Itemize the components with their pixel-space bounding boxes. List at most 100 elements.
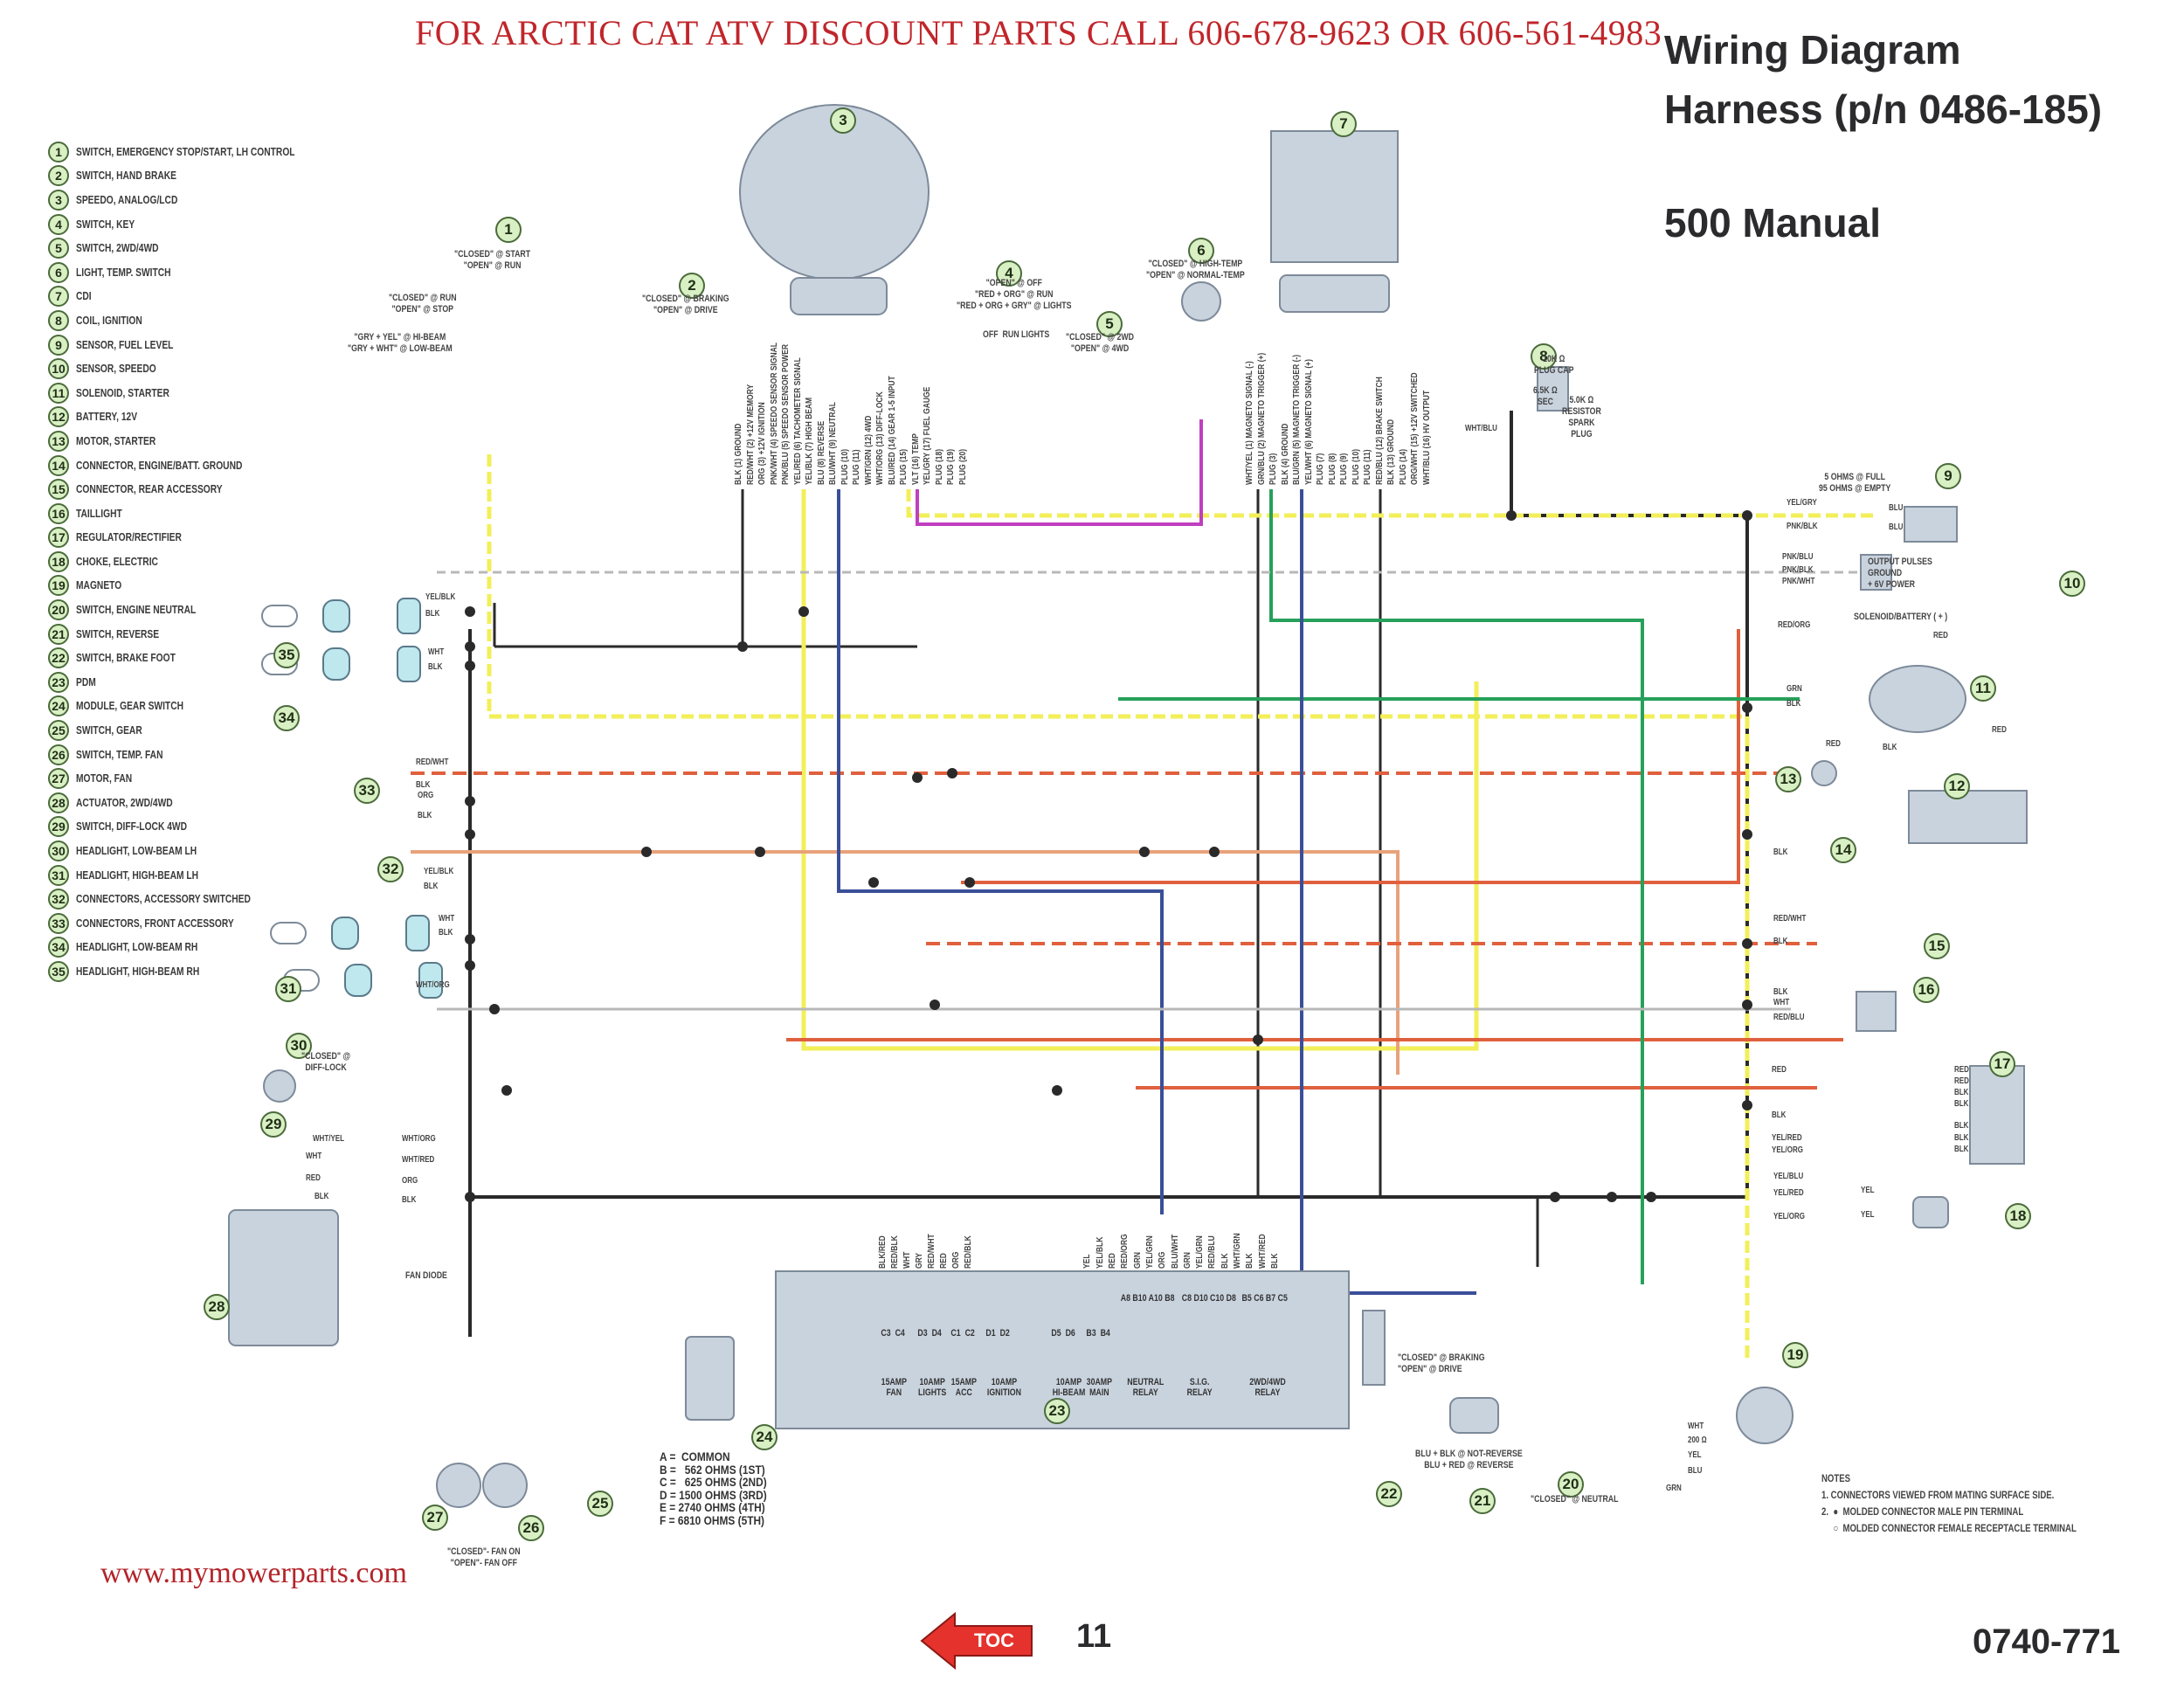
wire-label-sol-d: BLK [1787,699,1801,709]
junction-dot [1209,847,1220,857]
wire-label-g14: BLK [1773,847,1788,857]
cdi-pin-label: ORG/WHT (15) +12V SWITCHED [1410,372,1420,485]
legend-number-badge: 27 [48,768,69,790]
toc-button[interactable]: TOC [920,1611,1033,1671]
legend-number-badge: 15 [48,479,69,501]
magneto [1736,1387,1794,1444]
temp-light-switch [1181,281,1221,322]
junction-dot [1253,1034,1263,1045]
legend-number-badge: 17 [48,527,69,549]
callout-6: 6 [1188,238,1214,264]
junction-dot [755,847,765,857]
pdm-wire-label: BLK [1220,1253,1230,1269]
wire-org [411,850,1400,1075]
wire-label-a28a: WHT/YEL [313,1134,344,1144]
legend-number-badge: 23 [48,671,69,693]
cdi-pin-label: GRN/BLU (2) MAGNETO TRIGGER (+) [1256,352,1267,485]
wire-label-r17a: RED [1772,1065,1787,1075]
fuse-rating: 10AMP IGNITION [986,1377,1022,1398]
wire-label-t16c: RED/BLU [1773,1013,1805,1022]
cdi-pin-label: PLUG (11) [1363,449,1372,485]
wire-red-org [961,629,1740,884]
wire-label-a28c: RED [306,1173,321,1183]
fuse-pins: C3 C4 [881,1328,905,1339]
junction-dot [1742,702,1752,713]
wire-label-cdi-wire: WHT/BLU [1465,424,1497,433]
junction-dots [465,510,1752,1202]
wire-label-c32b: BLK [418,811,432,820]
callout-2: 2 [679,273,705,299]
callout-1: 1 [495,217,522,243]
cdi-pin-label: PLUG (10) [1351,448,1361,485]
regulator-rectifier [1969,1065,2025,1165]
wire-label-sol-f: BLK [1883,743,1897,752]
callout-4: 4 [996,260,1022,287]
wire-blu [837,489,1164,1214]
pdm-wire-label: YEL/BLK [1095,1236,1105,1269]
speedo-pin-label: PLUG (18) [934,448,944,485]
legend-label: MAGNETO [76,579,122,592]
fuse-pins: D3 D4 [917,1328,942,1339]
pdm-wire-label: BLK [1245,1253,1255,1269]
wire-label-f9c: BLU [1889,503,1904,513]
callout-11: 11 [1970,675,1996,702]
callout-12: 12 [1944,773,1970,799]
speedo-pin-label: YEL/GRY (17) FUEL GAUGE [923,386,932,485]
pdm-wire-label: WHT [902,1251,912,1269]
wire-label-ch18b: YEL [1861,1210,1875,1220]
wire-label-mag-e: GRN [1666,1484,1682,1493]
cdi-box [1270,130,1399,263]
junction-dot [465,641,475,652]
fuse-rating: 15AMP ACC [950,1377,978,1398]
switch-6-note: "CLOSED" @ HIGH-TEMP "OPEN" @ NORMAL-TEM… [1146,259,1245,280]
wire-yel-grn [487,454,1750,1363]
speedo-pin-label: PLUG (19) [946,448,956,485]
fan-diode-label: FAN DIODE [405,1270,447,1281]
pdm-wire-label: GRN [1182,1252,1192,1269]
switch-26-note: "CLOSED"- FAN ON "OPEN"- FAN OFF [447,1546,521,1568]
relay-pins: A8 B10 A10 B8 [1120,1293,1175,1304]
wire-label-r15a: RED/WHT [1773,914,1807,924]
speedo-pin-label: BLU/RED (14) GEAR 1-5 INPUT [887,376,897,485]
switch-4-positions: OFF RUN LIGHTS [983,329,1050,340]
wire-label-r17e: BLK [1954,1088,1969,1097]
cdi-pin-label: WHT/YEL (1) MAGNETO SIGNAL (-) [1245,361,1254,485]
speedo-pin-label: PNK/WHT (4) SPEEDO SENSOR SIGNAL [769,342,779,485]
wire-label-a28d: BLK [314,1192,329,1201]
legend-label: CONNECTORS, FRONT ACCESSORY [76,917,234,930]
legend-label: MOTOR, STARTER [76,434,156,447]
relay-label: NEUTRAL RELAY [1127,1377,1165,1398]
wire-label-sol-b: RED [1933,631,1948,640]
wire-label-a28b: WHT [306,1152,322,1161]
pdm-wire-label: RED/BLU [1207,1235,1218,1269]
colored-wires [411,419,1887,1363]
headlight-bulb [270,915,430,951]
callout-27: 27 [422,1505,448,1531]
coil-secondary-note: 6.5K Ω SEC [1533,385,1558,407]
callout-7: 7 [1330,111,1357,137]
wire-label-sol-g: RED [1992,725,2007,735]
wire-label-a28f: WHT/RED [402,1155,435,1165]
battery [1908,790,2028,844]
website-link[interactable]: www.mymowerparts.com [100,1557,407,1589]
legend-label: SPEEDO, ANALOG/LCD [76,193,178,206]
wire-label-h30b: BLK [439,928,453,937]
switch-29-note: "CLOSED" @ DIFF-LOCK [301,1051,351,1073]
legend-number-badge: 9 [48,334,69,356]
cdi-pin-label: PLUG (14) [1398,448,1408,485]
legend-label: SWITCH, REVERSE [76,627,160,640]
pdm-wire-label: RED/WHT [927,1234,936,1269]
legend-label: SWITCH, KEY [76,218,135,231]
legend-number-badge: 10 [48,358,69,380]
